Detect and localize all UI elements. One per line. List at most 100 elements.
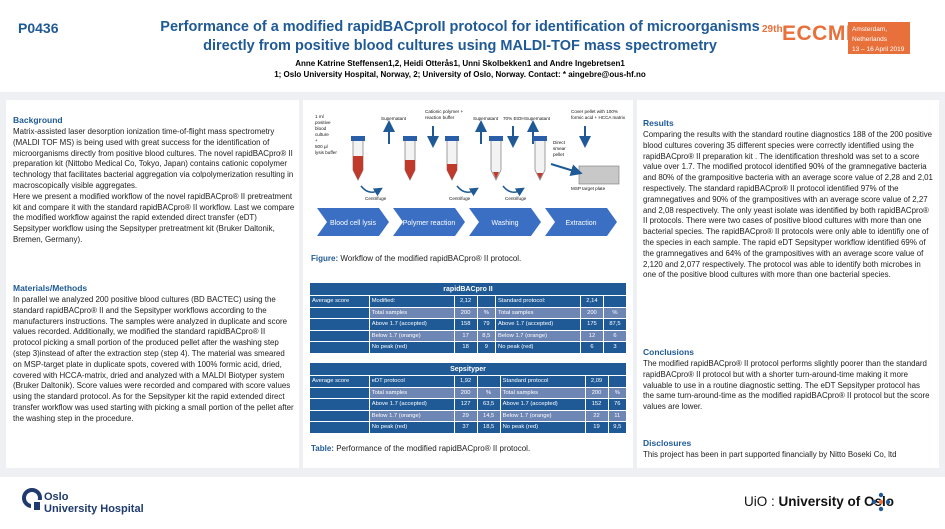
step-chevron-4 [545, 208, 617, 236]
oslo-hospital-name: Oslo University Hospital [44, 491, 144, 515]
workflow-steps: Blood cell lysis Polymer reaction Washin… [317, 208, 617, 236]
table-cell: 76 [607, 398, 628, 411]
footer [0, 477, 945, 529]
table-cell: Modified: [368, 295, 455, 308]
table-cell [309, 329, 370, 342]
table-cell: No peak (red) [368, 341, 455, 354]
table-cell: 18,5 [476, 421, 501, 434]
eccmid-name: ECCMID [782, 22, 868, 45]
background-section: Background Matrix-assisted laser desorpt… [13, 115, 295, 246]
table-cell: 6 [579, 341, 604, 354]
table-cell: 19 [584, 421, 609, 434]
table-cell: 200 [584, 386, 609, 399]
figure-caption: Figure: Workflow of the modified rapidBA… [311, 254, 521, 263]
table-cell: No peak (red) [499, 421, 586, 434]
table-cell: 79 [476, 318, 497, 331]
table-cell: Standard protocol [499, 375, 586, 388]
table-cell [476, 375, 501, 388]
step-label-2: Polymer reaction [403, 220, 456, 227]
table-caption-text: Performance of the modified rapidBACpro®… [333, 444, 531, 453]
table-cell: 175 [579, 318, 604, 331]
table-cell: No peak (red) [495, 341, 581, 354]
disclosures-heading: Disclosures [643, 438, 692, 448]
title-line-1: Performance of a modified rapidBACproII … [160, 19, 760, 35]
table-cell [607, 375, 628, 388]
table-cell: 200 [453, 306, 478, 319]
label-etoh: 70% EtOH [503, 116, 525, 121]
table-cell: 12 [579, 329, 604, 342]
methods-text: In parallel we analyzed 200 positive blo… [13, 295, 294, 423]
table-cell: 87,5 [602, 318, 628, 331]
uio-name: University of Oslo [778, 494, 895, 509]
background-heading: Background [13, 115, 63, 125]
step-chevron-1 [317, 208, 389, 236]
table-cell [309, 341, 370, 354]
figure-caption-text: Workflow of the modified rapidBACpro® II… [338, 254, 522, 263]
table-cell: Standard protocol: [495, 295, 581, 308]
conclusions-text: The modified rapidBACpro® II protocol pe… [643, 359, 930, 412]
table-cell: 127 [453, 398, 478, 411]
table-cell: Total samples [499, 386, 586, 399]
table-cell [309, 398, 370, 411]
table-cell: Below 1.7 (orange) [499, 409, 586, 422]
title-line-2: directly from positive blood cultures us… [203, 38, 717, 54]
authors: Anne Katrine Steffensen1,2, Heidi Otterå… [295, 59, 625, 68]
table-cell: 3 [602, 341, 628, 354]
figure-caption-label: Figure: [311, 254, 339, 263]
results-section: Results Comparing the results with the s… [643, 118, 933, 281]
table-cell: 37 [453, 421, 478, 434]
table-cell: 200 [453, 386, 478, 399]
table-cell: 8,5 [476, 329, 497, 342]
table-cell: Above 1.7 (accepted) [368, 398, 455, 411]
table-cell: % [607, 386, 628, 399]
table-cell [309, 318, 370, 331]
background-text-2: Here we present a modified workflow of t… [13, 191, 295, 244]
label-centrifuge-1: Centrifuge [365, 196, 387, 201]
table-caption-label: Table: [311, 444, 334, 453]
table-cell: Average score [309, 375, 370, 388]
table-cell: 2,14 [579, 295, 604, 308]
tube-2 [403, 136, 417, 181]
table-cell [309, 409, 370, 422]
table-cell: 11 [607, 409, 628, 422]
eccmid-city: Amsterdam, Netherlands [852, 26, 888, 43]
oslo-line-1: Oslo [44, 491, 69, 503]
table-cell: 152 [584, 398, 609, 411]
table-cell: 9 [476, 341, 497, 354]
table-cell [476, 295, 497, 308]
tube-5 [533, 136, 547, 181]
table-cell: % [476, 386, 501, 399]
results-text: Comparing the results with the standard … [643, 130, 933, 280]
methods-heading: Materials/Methods [13, 283, 88, 293]
conclusions-heading: Conclusions [643, 347, 695, 357]
table-cell: 29 [453, 409, 478, 422]
table-cell: 1,92 [453, 375, 478, 388]
arrow-centrifuge-3 [502, 185, 525, 197]
table-cell: Above 1.7 (accepted) [368, 318, 455, 331]
table-cell [309, 421, 370, 434]
uio-dots-icon [871, 492, 891, 512]
table-cell: 17 [453, 329, 478, 342]
table-cell: Total samples [368, 386, 455, 399]
table-cell: Total samples [495, 306, 581, 319]
table-cell: 6 [602, 329, 628, 342]
table-cell: 2,12 [453, 295, 478, 308]
table-cell: 18 [453, 341, 478, 354]
table-cell: No peak (red) [368, 421, 455, 434]
step-chevron-2 [393, 208, 465, 236]
table-cell: 2,09 [584, 375, 609, 388]
poster-title: Performance of a modified rapidBACproII … [150, 18, 770, 56]
table-cell: 63,5 [476, 398, 501, 411]
table-cell: 200 [579, 306, 604, 319]
